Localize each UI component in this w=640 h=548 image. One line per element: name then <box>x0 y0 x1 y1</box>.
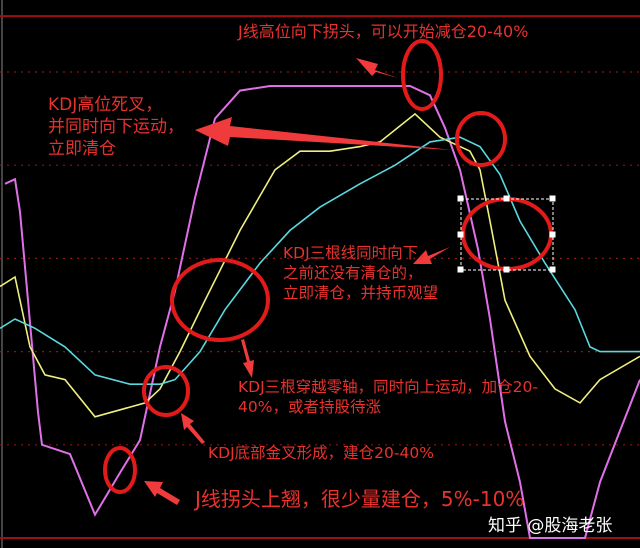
arrow-j-bottom <box>144 481 180 505</box>
selection-box[interactable] <box>457 195 556 273</box>
series-line-J <box>4 85 640 539</box>
highlight-circle-j-bottom <box>103 446 137 494</box>
annotation-line: 立即清仓，并持币观望 <box>283 284 439 303</box>
annotation-three-lines-down: KDJ三根线同时向下， 之前还没有清仓的， 立即清仓，并持币观望 <box>283 243 438 303</box>
series-line-K <box>0 112 640 418</box>
annotation-line: 立即清仓 <box>48 139 116 160</box>
annotation-line: J线拐头上翘，很少量建仓，5%-10% <box>195 487 525 511</box>
annotation-j-bottom-turn: J线拐头上翘，很少量建仓，5%-10% <box>195 486 524 512</box>
series-line-D <box>0 136 640 386</box>
highlight-circle-three-down <box>461 197 553 271</box>
highlight-circle-death-cross <box>455 111 507 167</box>
annotation-line: 之前还没有清仓的， <box>283 264 423 283</box>
annotation-line: 40%，或者持股待涨 <box>238 398 381 417</box>
highlight-circle-j-top <box>401 39 443 111</box>
annotation-line: KDJ底部金叉形成，建仓20-40% <box>208 444 434 462</box>
annotation-line: 并同时向下运动， <box>48 117 184 138</box>
highlight-circle-cross-zero <box>170 258 270 342</box>
annotation-line: KDJ三根穿越零轴，同时向上运动，加仓20- <box>238 378 538 396</box>
annotation-line: KDJ三根线同时向下， <box>283 244 434 262</box>
annotation-j-top-turn: J线高位向下拐头，可以开始减仓20-40% <box>238 22 528 43</box>
arrow-cross-zero <box>241 339 254 378</box>
arrow-death-cross <box>195 117 452 150</box>
annotation-line: KDJ高位死叉， <box>48 95 163 115</box>
arrow-golden-cross <box>181 413 205 444</box>
arrow-j-top <box>356 58 398 78</box>
annotation-high-death-cross: KDJ高位死叉， 并同时向下运动， 立即清仓 <box>48 94 184 160</box>
annotation-bottom-golden-cross: KDJ底部金叉形成，建仓20-40% <box>208 443 434 463</box>
watermark: 知乎 @股海老张 <box>488 516 613 536</box>
annotation-cross-zero-axis: KDJ三根穿越零轴，同时向上运动，加仓20- 40%，或者持股待涨 <box>238 377 538 417</box>
arrow-three-down <box>413 247 450 264</box>
annotation-line: J线高位向下拐头，可以开始减仓20-40% <box>238 22 529 41</box>
highlight-circle-golden-cross <box>142 365 190 417</box>
